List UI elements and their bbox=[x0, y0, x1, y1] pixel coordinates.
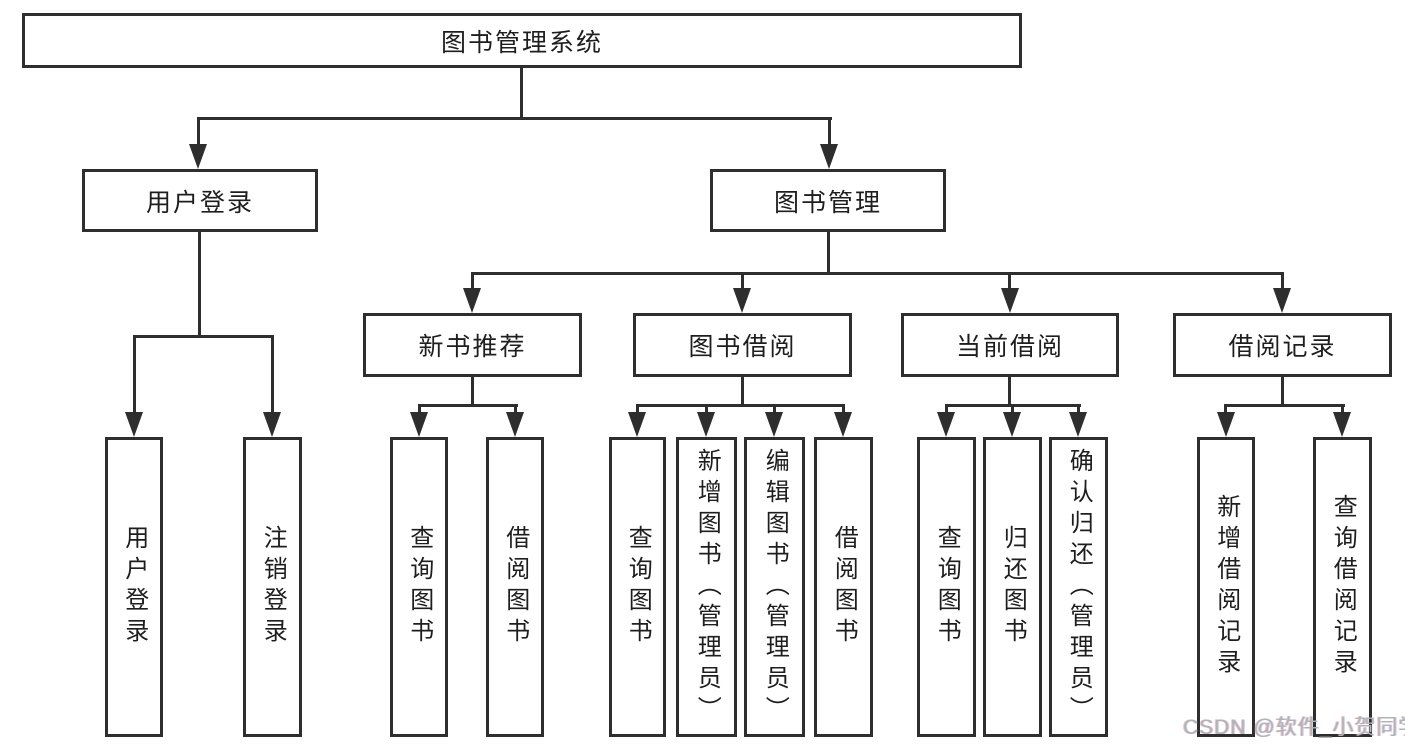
connector-recommend-horizontal bbox=[418, 404, 518, 407]
arrow-down-icon bbox=[463, 288, 481, 313]
connector-user-login-horizontal bbox=[133, 335, 274, 338]
connector-level2-drop bbox=[1008, 272, 1011, 292]
connector-root-stem bbox=[520, 68, 523, 117]
arrow-down-icon bbox=[834, 412, 852, 437]
leaf-label: 用户登录 bbox=[120, 525, 148, 649]
node-borrowing-records: 借阅记录 bbox=[1173, 313, 1392, 377]
arrow-down-icon bbox=[628, 412, 646, 437]
connector-leaf-drop bbox=[1077, 404, 1080, 416]
connector-borrowing-horizontal bbox=[636, 404, 845, 407]
leaf-label: 借阅图书 bbox=[830, 525, 858, 649]
leaf-borrow-books: 借阅图书 bbox=[814, 437, 873, 737]
arrow-down-icon bbox=[733, 288, 751, 313]
node-label: 图书管理系统 bbox=[440, 28, 603, 57]
connector-leaf-drop bbox=[1011, 404, 1014, 416]
arrow-down-icon bbox=[937, 412, 955, 437]
arrow-down-icon bbox=[1001, 288, 1019, 313]
node-label: 图书管理 bbox=[773, 188, 882, 217]
leaf-label: 查询图书 bbox=[405, 525, 433, 649]
connector-user-login-stem bbox=[198, 232, 201, 335]
connector-book-mgmt-drop bbox=[828, 117, 831, 147]
leaf-label: 借阅图书 bbox=[501, 525, 529, 649]
leaf-user-login: 用户登录 bbox=[105, 437, 163, 737]
connector-borrowing-stem bbox=[741, 377, 744, 404]
node-user-login: 用户登录 bbox=[82, 169, 318, 232]
connector-leaf-drop bbox=[842, 404, 845, 416]
connector-recommend-stem bbox=[471, 377, 474, 404]
connector-leaf-drop bbox=[1224, 404, 1227, 416]
leaf-label: 编辑图书（管理员） bbox=[761, 447, 789, 727]
leaf-add-borrow-record: 新增借阅记录 bbox=[1197, 437, 1255, 737]
connector-leaf-drop bbox=[636, 404, 639, 416]
node-label: 新书推荐 bbox=[418, 333, 527, 361]
arrow-down-icon bbox=[697, 412, 715, 437]
connector-leaf-drop bbox=[705, 404, 708, 416]
arrow-down-icon bbox=[1069, 412, 1087, 437]
leaf-label: 确认归还（管理员） bbox=[1065, 447, 1093, 727]
connector-leaf-drop bbox=[773, 404, 776, 416]
connector-root-horizontal bbox=[197, 117, 832, 120]
arrow-down-icon bbox=[1333, 412, 1351, 437]
arrow-down-icon bbox=[1273, 288, 1291, 313]
node-label: 借阅记录 bbox=[1228, 333, 1337, 361]
connector-leaf-drop bbox=[418, 404, 421, 416]
leaf-borrow-books-recommend: 借阅图书 bbox=[486, 437, 544, 737]
arrow-down-icon bbox=[1217, 412, 1235, 437]
leaf-query-books-current: 查询图书 bbox=[917, 437, 976, 737]
arrow-down-icon bbox=[189, 144, 207, 169]
connector-leaf-drop bbox=[1341, 404, 1344, 416]
leaf-label: 新增图书（管理员） bbox=[693, 447, 721, 727]
arrow-down-icon bbox=[263, 412, 281, 437]
node-new-book-recommendation: 新书推荐 bbox=[363, 313, 582, 377]
node-label: 当前借阅 bbox=[955, 333, 1064, 361]
connector-records-stem bbox=[1281, 377, 1284, 404]
arrow-down-icon bbox=[410, 412, 428, 437]
leaf-query-borrow-record: 查询借阅记录 bbox=[1313, 437, 1372, 737]
connector-leaf-drop bbox=[514, 404, 517, 416]
arrow-down-icon bbox=[506, 412, 524, 437]
leaf-label: 新增借阅记录 bbox=[1212, 494, 1240, 680]
leaf-edit-books-admin: 编辑图书（管理员） bbox=[744, 437, 805, 737]
leaf-label: 归还图书 bbox=[999, 525, 1027, 649]
leaf-label: 查询图书 bbox=[624, 525, 652, 649]
connector-user-login-drop bbox=[197, 117, 200, 147]
leaf-query-books-recommend: 查询图书 bbox=[390, 437, 448, 737]
connector-level2-drop bbox=[741, 272, 744, 292]
arrow-down-icon bbox=[1003, 412, 1021, 437]
connector-leaf-drop bbox=[133, 335, 136, 417]
leaf-confirm-return-admin: 确认归还（管理员） bbox=[1049, 437, 1108, 737]
connector-level2-drop bbox=[1281, 272, 1284, 292]
node-book-borrowing: 图书借阅 bbox=[633, 313, 852, 377]
connector-current-stem bbox=[1008, 377, 1011, 404]
connector-book-mgmt-horizontal bbox=[471, 272, 1284, 275]
leaf-logout: 注销登录 bbox=[243, 437, 302, 737]
connector-leaf-drop bbox=[271, 335, 274, 417]
connector-leaf-drop bbox=[945, 404, 948, 416]
node-library-management-system: 图书管理系统 bbox=[22, 13, 1022, 68]
node-book-management: 图书管理 bbox=[710, 169, 946, 232]
node-label: 图书借阅 bbox=[688, 333, 797, 361]
node-current-borrowing: 当前借阅 bbox=[901, 313, 1119, 377]
leaf-label: 查询图书 bbox=[933, 525, 961, 649]
arrow-down-icon bbox=[820, 144, 838, 169]
arrow-down-icon bbox=[765, 412, 783, 437]
leaf-return-books: 归还图书 bbox=[983, 437, 1042, 737]
leaf-label: 查询借阅记录 bbox=[1329, 494, 1357, 680]
leaf-query-books-borrowing: 查询图书 bbox=[609, 437, 666, 737]
connector-book-mgmt-stem bbox=[827, 232, 830, 272]
node-label: 用户登录 bbox=[145, 188, 254, 217]
connector-records-horizontal bbox=[1224, 404, 1345, 407]
arrow-down-icon bbox=[125, 412, 143, 437]
leaf-add-books-admin: 新增图书（管理员） bbox=[676, 437, 737, 737]
leaf-label: 注销登录 bbox=[259, 525, 287, 649]
csdn-watermark: CSDN @软件_小贺同学 bbox=[1183, 716, 1405, 739]
connector-level2-drop bbox=[471, 272, 474, 292]
